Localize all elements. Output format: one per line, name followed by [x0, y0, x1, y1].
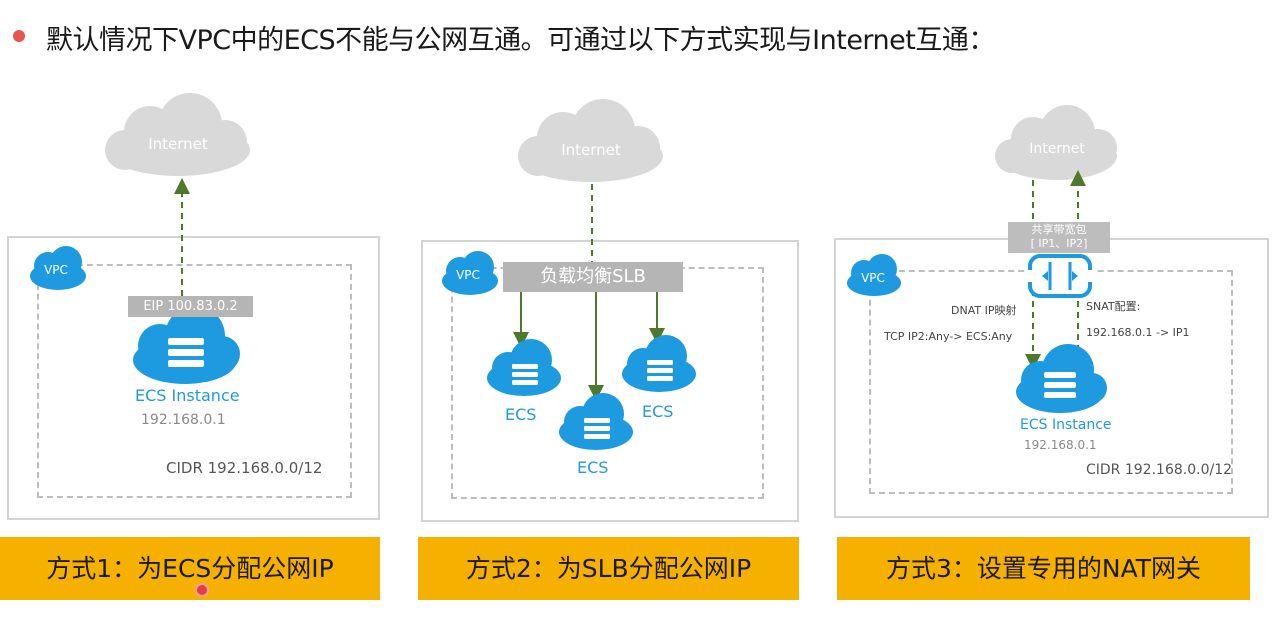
vpc-badge-label-1: VPC: [44, 263, 68, 277]
bandwidth-package-ips: [ IP1、IP2]: [1030, 237, 1088, 250]
snat-title: SNAT配置:: [1086, 300, 1141, 313]
cidr-label-1: CIDR 192.168.0.0/12: [166, 459, 323, 477]
internet-label-2: Internet: [561, 141, 621, 159]
vpc-badge-label-2: VPC: [456, 268, 480, 282]
bandwidth-package-label: 共享带宽包 [ IP1、IP2]: [1008, 222, 1110, 253]
internet-cloud-2: [518, 99, 663, 182]
page-heading: 默认情况下VPC中的ECS不能与公网互通。可通过以下方式实现与Internet互…: [46, 25, 995, 56]
caption-method-1: 方式1：为ECS分配公网IP: [0, 537, 380, 600]
bullet-dot: [13, 30, 25, 42]
ecs-cloud-icon-3: [1016, 344, 1107, 413]
mouse-pointer-indicator: [195, 583, 209, 597]
internet-label-3: Internet: [1029, 141, 1085, 157]
vpc-badge-cloud-1: [30, 246, 86, 290]
ecs-ip-1: 192.168.0.1: [141, 412, 226, 428]
ecs-cloud-icon-2a: [487, 339, 561, 396]
vpc-boundary-1: [37, 264, 352, 498]
ecs-instance-label-3: ECS Instance: [1020, 417, 1112, 433]
dnat-title: DNAT IP映射: [951, 304, 1017, 317]
dnat-rule: TCP IP2:Any-> ECS:Any: [884, 330, 1013, 343]
ecs-label-2c: ECS: [642, 402, 674, 421]
vpc-badge-label-3: VPC: [861, 271, 885, 285]
vpc-badge-cloud-2: [442, 251, 498, 295]
ecs-instance-label-1: ECS Instance: [135, 386, 240, 405]
vpc-badge-cloud-3: [847, 254, 901, 296]
ecs-cloud-icon-2c: [622, 335, 696, 392]
ecs-label-2b: ECS: [577, 458, 609, 477]
cidr-label-3: CIDR 192.168.0.0/12: [1086, 462, 1233, 478]
caption-method-3: 方式3：设置专用的NAT网关: [837, 537, 1250, 600]
ecs-cloud-icon-2b: [559, 393, 633, 450]
caption-method-2: 方式2：为SLB分配公网IP: [418, 537, 799, 600]
ecs-cloud-icon-1: [133, 306, 240, 384]
internet-cloud-3: [995, 105, 1117, 180]
nat-gateway-icon: [1026, 254, 1094, 298]
ecs-label-2a: ECS: [505, 405, 537, 424]
internet-cloud-1: [105, 93, 250, 176]
bandwidth-package-title: 共享带宽包: [1031, 223, 1087, 236]
ecs-ip-3: 192.168.0.1: [1024, 438, 1097, 452]
snat-rule: 192.168.0.1 -> IP1: [1086, 326, 1190, 339]
eip-label: EIP 100.83.0.2: [128, 296, 253, 317]
slb-bar: 负载均衡SLB: [503, 262, 683, 292]
internet-label-1: Internet: [148, 135, 208, 153]
